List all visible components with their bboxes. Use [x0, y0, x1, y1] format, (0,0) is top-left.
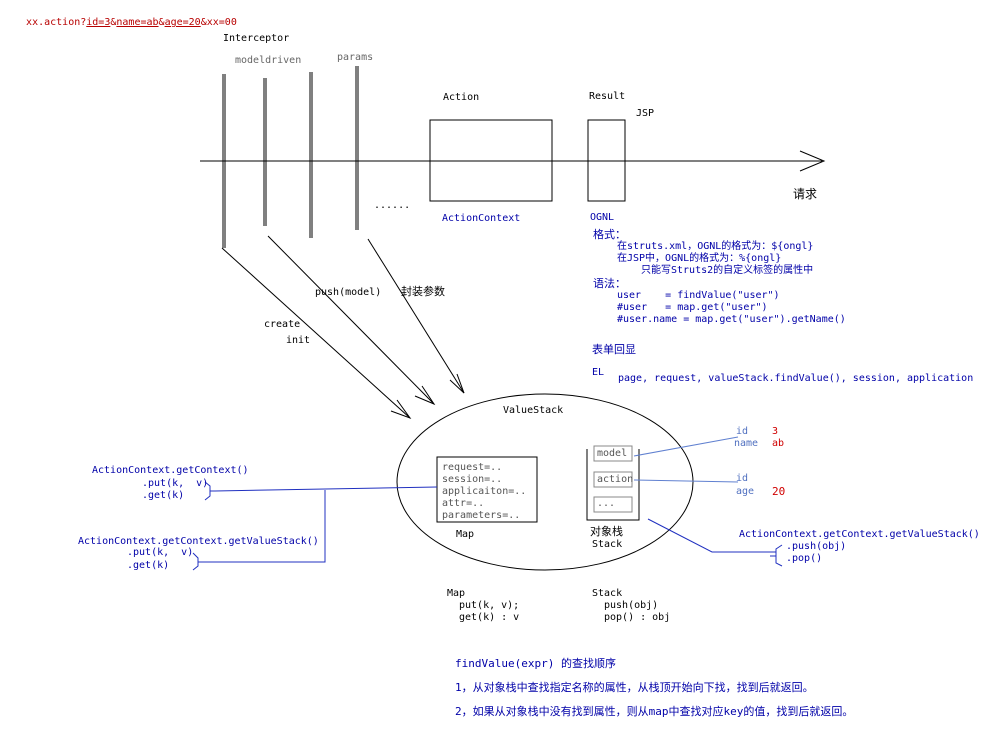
- left-vs-put: .put(k, v): [127, 547, 194, 558]
- url-param-name: name=ab: [116, 17, 159, 28]
- map-label: Map: [456, 529, 475, 540]
- result-box: [587, 119, 626, 202]
- action-link-line: [633, 479, 739, 483]
- format-jsp: 在JSP中，OGNL的格式为：%{ongl}: [617, 253, 782, 264]
- map-ops-title: Map: [447, 588, 466, 599]
- form-echo-label: 表单回显: [592, 343, 636, 356]
- url-amp-2: &: [158, 17, 165, 28]
- left-ctx-brace: [204, 481, 215, 501]
- prop-id-label: id: [736, 426, 749, 437]
- map-ops-put: put(k, v);: [459, 600, 520, 611]
- left-vs-get: .get(k): [127, 560, 170, 571]
- action-context-label: ActionContext: [442, 213, 521, 224]
- push-model-arrowhead: [414, 385, 436, 406]
- ognl-label: OGNL: [590, 212, 615, 223]
- request-arrowhead: [799, 150, 826, 172]
- syntax-line-3: #user.name = map.get("user").getName(): [617, 314, 846, 325]
- map-item-3: attr=..: [442, 498, 485, 509]
- prop-age-label: age: [736, 486, 755, 497]
- left-ctx-put: .put(k, v): [142, 478, 209, 489]
- right-vs-link: [647, 518, 776, 553]
- format-xml: 在struts.xml，OGNL的格式为：${ongl}: [617, 241, 814, 252]
- map-item-0: request=..: [442, 462, 503, 473]
- jsp-label: JSP: [636, 108, 655, 119]
- prop-age-value: 20: [772, 485, 786, 498]
- request-url: xx.action?id=3&name=ab&age=20&xx=00: [14, 5, 237, 29]
- left-ctx-link: [214, 486, 438, 492]
- stack-slot-action: [593, 471, 633, 488]
- map-item-1: session=..: [442, 474, 503, 485]
- init-label: init: [286, 335, 311, 346]
- url-param-id: id=3: [86, 17, 111, 28]
- stack-item-more: ...: [597, 498, 616, 509]
- right-vs-call: ActionContext.getContext.getValueStack(): [739, 529, 980, 540]
- syntax-line-1: user = findValue("user"): [617, 290, 780, 301]
- stack-label: Stack: [592, 539, 623, 550]
- map-item-4: parameters=..: [442, 510, 521, 521]
- stack-slot-more: [593, 496, 633, 513]
- stack-ops-push: push(obj): [604, 600, 659, 611]
- format-jsp-note: 只能写Struts2的自定义标签的属性中: [641, 265, 814, 276]
- model-link-line: [633, 436, 739, 457]
- prop-id-value: 3: [772, 426, 779, 437]
- right-vs-pop: .pop(): [786, 553, 823, 564]
- left-ctx-get: .get(k): [142, 490, 185, 501]
- left-ctx-call: ActionContext.getContext(): [92, 465, 249, 476]
- map-ops-get: get(k) : v: [459, 612, 520, 623]
- syntax-line-2: #user = map.get("user"): [617, 302, 768, 313]
- left-vs-brace: [192, 552, 205, 571]
- request-label: 请求: [793, 187, 818, 201]
- params-arrow-line: [367, 238, 465, 394]
- create-arrow-line: [221, 247, 411, 419]
- map-box: [436, 456, 538, 523]
- result-label: Result: [589, 91, 626, 102]
- prop-name-label: name: [734, 438, 759, 449]
- find-order-step-1: 1，从对象栈中查找指定名称的属性，从栈顶开始向下找，找到后就返回。: [455, 681, 814, 694]
- stack-item-model: model: [597, 448, 628, 459]
- prop-id2-label: id: [736, 473, 749, 484]
- right-vs-push: .push(obj): [786, 541, 847, 552]
- interceptor-ellipsis: ......: [374, 200, 411, 211]
- stack-ops-title: Stack: [592, 588, 623, 599]
- url-amp-1: &: [110, 17, 117, 28]
- url-param-xx: xx=00: [206, 17, 237, 28]
- wrap-params-label: 封装参数: [401, 285, 445, 298]
- push-model-arrow-line: [267, 235, 435, 405]
- el-scopes: page, request, valueStack.findValue(), s…: [618, 373, 974, 384]
- value-stack-title: ValueStack: [503, 405, 564, 416]
- find-order-step-2: 2，如果从对象栈中没有找到属性，则从map中查找对应key的值，找到后就返回。: [455, 705, 854, 718]
- prop-name-value: ab: [772, 438, 785, 449]
- left-vs-link: [205, 490, 326, 563]
- object-stack-label: 对象栈: [590, 525, 623, 538]
- find-order-title: findValue(expr) 的查找顺序: [455, 657, 616, 670]
- url-prefix: xx.action?: [26, 17, 87, 28]
- create-label: create: [264, 319, 301, 330]
- action-label: Action: [443, 92, 480, 103]
- value-stack-ellipse: [396, 393, 694, 571]
- stack-slot-model: [593, 445, 633, 462]
- stack-item-action: action: [597, 474, 634, 485]
- params-label: params: [337, 52, 374, 63]
- modeldriven-label: modeldriven: [235, 55, 302, 66]
- url-param-age: age=20: [164, 17, 201, 28]
- syntax-title: 语法：: [593, 277, 626, 290]
- interceptor-label: Interceptor: [223, 33, 290, 44]
- action-box: [429, 119, 553, 202]
- format-title: 格式：: [593, 228, 626, 241]
- params-arrowhead: [449, 373, 465, 394]
- stack-container: [586, 449, 640, 521]
- left-vs-call: ActionContext.getContext.getValueStack(): [78, 536, 319, 547]
- url-amp-3: &: [200, 17, 207, 28]
- el-label: EL: [592, 367, 605, 378]
- stack-ops-pop: pop() : obj: [604, 612, 671, 623]
- map-item-2: applicaiton=..: [442, 486, 527, 497]
- right-vs-brace: [770, 544, 783, 567]
- push-model-label: push(model): [315, 287, 382, 298]
- create-arrowhead: [390, 399, 412, 420]
